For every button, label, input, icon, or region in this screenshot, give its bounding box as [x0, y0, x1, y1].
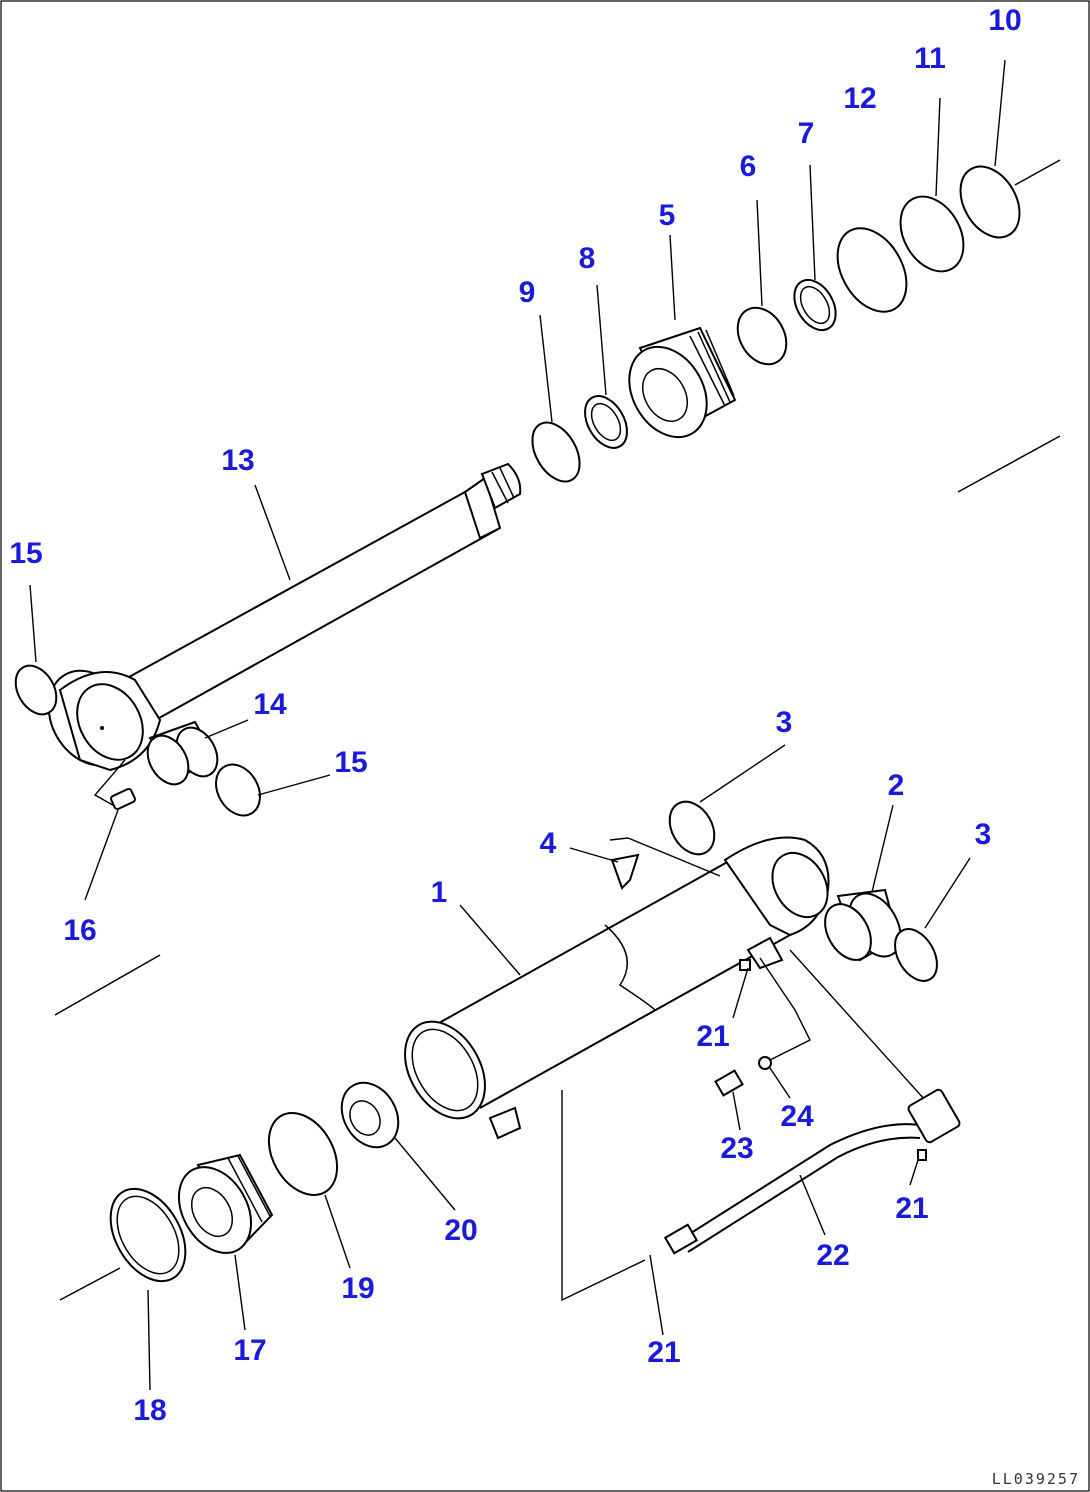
callout-24: 24 — [780, 1100, 814, 1133]
callout-15-upper: 15 — [9, 537, 42, 570]
callout-1: 1 — [431, 876, 448, 909]
grease-fitting — [610, 853, 640, 890]
callout-23: 23 — [720, 1132, 753, 1165]
callout-16: 16 — [63, 914, 96, 947]
callout-2: 2 — [888, 769, 905, 802]
callout-21-upper: 21 — [696, 1020, 729, 1053]
callout-19: 19 — [341, 1272, 374, 1305]
cylinder-tube — [404, 836, 830, 1140]
callout-6: 6 — [740, 150, 757, 183]
bushing — [824, 888, 902, 962]
ring — [894, 928, 938, 982]
callout-9: 9 — [519, 276, 536, 309]
callout-4: 4 — [540, 827, 557, 860]
callout-leaders — [29, 59, 1006, 1391]
ring — [584, 395, 628, 449]
callout-3-right: 3 — [975, 818, 992, 851]
ring — [736, 306, 788, 366]
ring — [668, 800, 716, 856]
callout-5: 5 — [659, 199, 676, 232]
ring — [793, 278, 837, 332]
ring — [531, 421, 581, 483]
figure-id: LL039257 — [992, 1470, 1080, 1488]
callout-17: 17 — [233, 1334, 266, 1367]
leader — [609, 837, 629, 841]
callout-labels: 10 11 12 7 6 5 8 9 13 15 14 15 3 2 3 4 1… — [9, 4, 1021, 1427]
snap-ring — [14, 664, 58, 716]
ring — [959, 165, 1021, 239]
callout-8: 8 — [579, 242, 596, 275]
callout-18: 18 — [133, 1394, 166, 1427]
snap-ring — [215, 763, 261, 817]
callout-21-lower: 21 — [647, 1336, 680, 1369]
callout-7: 7 — [798, 117, 815, 150]
grease-fitting — [93, 759, 136, 811]
piston — [628, 326, 737, 439]
nut — [340, 1081, 400, 1149]
callout-12: 12 — [843, 82, 876, 115]
ring — [109, 1187, 187, 1283]
center-lines — [54, 159, 1061, 1301]
ring — [899, 195, 965, 273]
callout-3-upper: 3 — [776, 706, 793, 739]
ring — [267, 1112, 339, 1196]
leader — [627, 837, 721, 877]
callout-10: 10 — [988, 4, 1021, 37]
cylinder-head — [177, 1153, 274, 1254]
callout-14: 14 — [253, 688, 287, 721]
callout-15-lower: 15 — [334, 746, 367, 779]
bushing — [146, 720, 219, 786]
ring — [836, 227, 908, 313]
piping — [561, 949, 961, 1302]
callout-20: 20 — [444, 1214, 477, 1247]
callout-11: 11 — [914, 42, 946, 75]
callout-21-right: 21 — [895, 1192, 928, 1225]
piston-rod — [47, 462, 522, 772]
callout-13: 13 — [221, 444, 254, 477]
callout-22: 22 — [816, 1239, 849, 1272]
